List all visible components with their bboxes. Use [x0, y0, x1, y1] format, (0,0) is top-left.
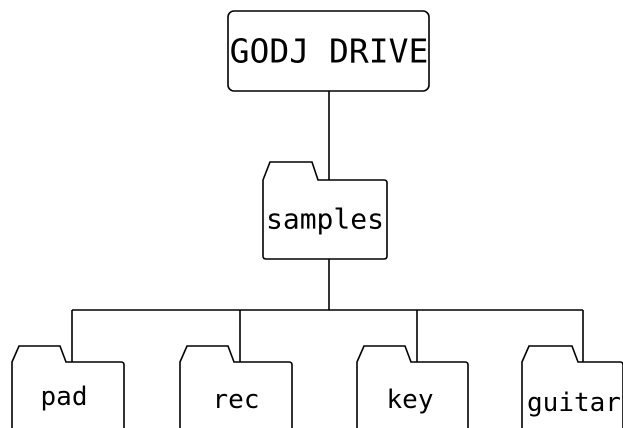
samples-folder: samples [262, 161, 388, 260]
root-node-label: GODJ DRIVE [230, 32, 429, 71]
folder-icon [521, 345, 623, 428]
root-node-box [227, 10, 430, 92]
folder-icon [179, 345, 293, 428]
folder-rec-label: rec [213, 385, 260, 415]
folder-icon [356, 345, 469, 428]
folder-guitar: guitar [521, 345, 623, 428]
folder-guitar-label: guitar [527, 388, 621, 418]
folder-icon [262, 161, 388, 260]
folder-pad-label: pad [41, 382, 88, 412]
samples-folder-label: samples [266, 203, 384, 236]
folder-pad: pad [11, 345, 125, 428]
root-node: GODJ DRIVE [227, 10, 430, 92]
folder-key: key [356, 345, 469, 428]
folder-icon [11, 345, 125, 428]
connector-lines [71, 91, 584, 362]
folder-key-label: key [387, 385, 434, 415]
folder-rec: rec [179, 345, 293, 428]
